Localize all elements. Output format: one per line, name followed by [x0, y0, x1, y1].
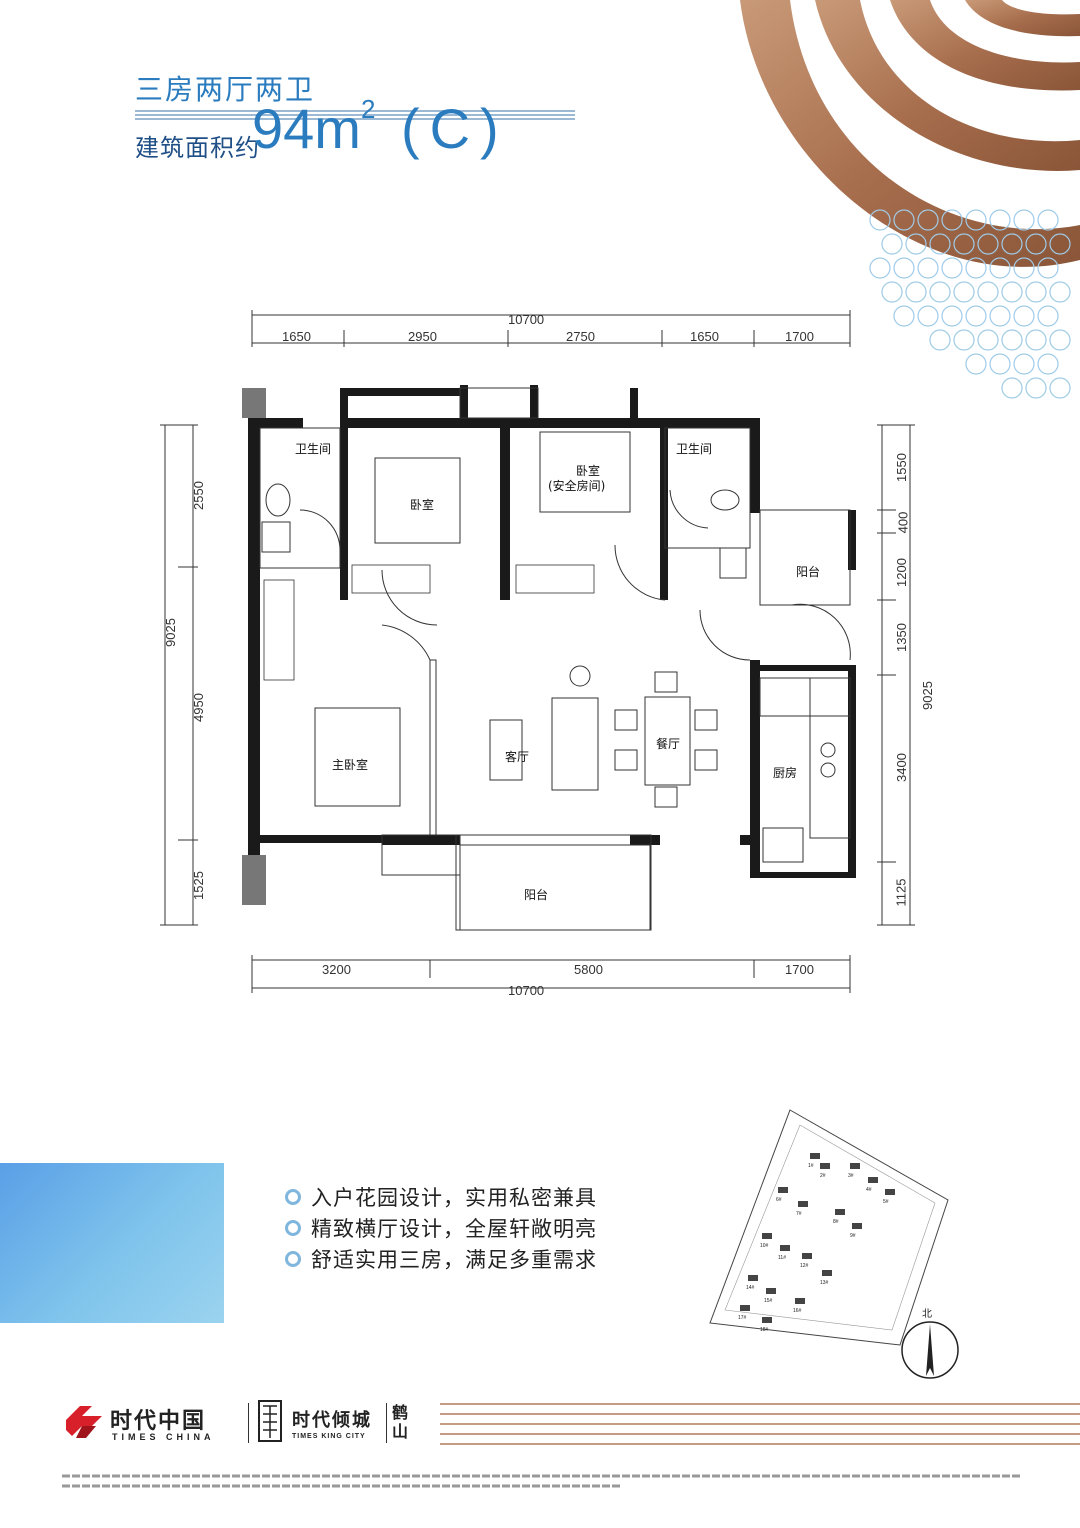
dim-top-1: 1650: [282, 329, 311, 344]
feature-text: 入户花园设计，实用私密兼具: [311, 1186, 597, 1210]
area-label: 建筑面积约: [135, 134, 260, 162]
building-label-16: 16#: [793, 1308, 802, 1314]
title-rule: [135, 110, 575, 112]
building-label-2: 2#: [820, 1173, 826, 1179]
company-name-en: TIMES CHINA: [112, 1432, 215, 1442]
room-bath-left: 卫生间: [295, 442, 332, 456]
building-label-11: 11#: [778, 1255, 786, 1261]
dim-right-1: 1550: [893, 453, 909, 482]
building-label-4: 4#: [866, 1187, 872, 1193]
room-kitchen: 厨房: [773, 766, 798, 780]
dim-bottom-3: 1700: [785, 962, 814, 977]
room-bedroom: 卧室: [410, 498, 435, 512]
feature-3: 舒适实用三房，满足多重需求: [285, 1244, 597, 1274]
dim-top-5: 1700: [785, 329, 814, 344]
building-label-6: 6#: [776, 1197, 782, 1203]
building-label-18: 18#: [760, 1327, 769, 1333]
times-china-logo-icon: [66, 1406, 102, 1438]
dim-bottom-total: 10700: [508, 983, 545, 998]
dim-top-total: 10700: [508, 312, 545, 327]
dim-right-4: 1350: [893, 623, 909, 652]
bullet-ring-icon: [285, 1220, 301, 1236]
building-label-12: 12#: [800, 1263, 809, 1269]
dim-right-5: 3400: [893, 753, 909, 782]
unit-code: (C): [400, 97, 509, 160]
building-label-3: 3#: [848, 1173, 854, 1179]
building-label-17: 17#: [738, 1315, 747, 1321]
company-name-cn: 时代中国: [110, 1409, 207, 1434]
building-label-15: 15#: [764, 1298, 773, 1304]
times-king-city-logo-icon: [258, 1400, 282, 1442]
copper-lines-decoration: [440, 1403, 1080, 1445]
dim-left-total: 9025: [162, 618, 178, 647]
dim-top-4: 1650: [690, 329, 719, 344]
dim-top-3: 2750: [566, 329, 595, 344]
room-bedroom-safe-sub: (安全房间): [548, 479, 606, 493]
feature-1: 入户花园设计，实用私密兼具: [285, 1182, 597, 1212]
building-label-9: 9#: [850, 1233, 856, 1239]
bullet-ring-icon: [285, 1251, 301, 1267]
building-label-8: 8#: [833, 1219, 839, 1225]
room-balcony-right: 阳台: [796, 565, 821, 579]
layout-type-title: 三房两厅两卫: [135, 73, 316, 106]
floor-plan: [160, 310, 915, 993]
room-living: 客厅: [505, 750, 530, 764]
dim-right-6: 1125: [893, 878, 909, 907]
feature-text: 精致横厅设计，全屋轩敞明亮: [311, 1217, 597, 1241]
building-label-1: 1#: [808, 1163, 814, 1169]
city-name: 鹤山: [392, 1403, 409, 1441]
dim-left-1: 2550: [190, 481, 206, 510]
room-balcony-bottom: 阳台: [524, 888, 549, 902]
feature-2: 精致横厅设计，全屋轩敞明亮: [285, 1213, 597, 1243]
dim-left-2: 4950: [190, 693, 206, 722]
north-label: 北: [922, 1309, 932, 1320]
dim-bottom-2: 5800: [574, 962, 603, 977]
brand-divider-2: [386, 1403, 387, 1443]
building-label-5: 5#: [883, 1199, 889, 1205]
copper-spiral-decoration: [740, 0, 1080, 267]
circle-pattern-decoration: [869, 209, 1071, 399]
area-value: 94m2 (C): [252, 94, 509, 161]
room-bath-right: 卫生间: [676, 442, 713, 456]
dim-right-3: 1200: [893, 558, 909, 587]
building-label-7: 7#: [796, 1211, 802, 1217]
title-rule: [135, 118, 575, 120]
north-compass-icon: [901, 1321, 959, 1379]
dim-left-3: 1525: [190, 871, 206, 900]
dim-right-total: 9025: [919, 681, 935, 710]
area-superscript: 2: [360, 94, 376, 124]
project-name-cn: 时代倾城: [292, 1410, 372, 1431]
project-name-en: TIMES KING CITY: [292, 1433, 366, 1440]
brand-divider: [248, 1403, 249, 1443]
site-plan: 1# 2# 3# 4# 5# 6# 7# 8# 9# 10# 11# 12# 1…: [709, 1109, 949, 1346]
dim-right-2: 400: [895, 511, 911, 534]
disclaimer-fine-print: [62, 1474, 1022, 1488]
area-number: 94m: [252, 97, 361, 160]
building-label-13: 13#: [820, 1280, 829, 1286]
dim-bottom-1: 3200: [322, 962, 351, 977]
room-bedroom-safe: 卧室: [576, 464, 601, 478]
title-rule: [135, 114, 575, 116]
dim-top-2: 2950: [408, 329, 437, 344]
room-master: 主卧室: [332, 758, 369, 772]
feature-text: 舒适实用三房，满足多重需求: [311, 1248, 597, 1272]
blue-accent-block: [0, 1163, 224, 1323]
room-dining: 餐厅: [656, 737, 681, 751]
building-label-10: 10#: [760, 1243, 769, 1249]
building-label-14: 14#: [746, 1285, 755, 1291]
bullet-ring-icon: [285, 1189, 301, 1205]
